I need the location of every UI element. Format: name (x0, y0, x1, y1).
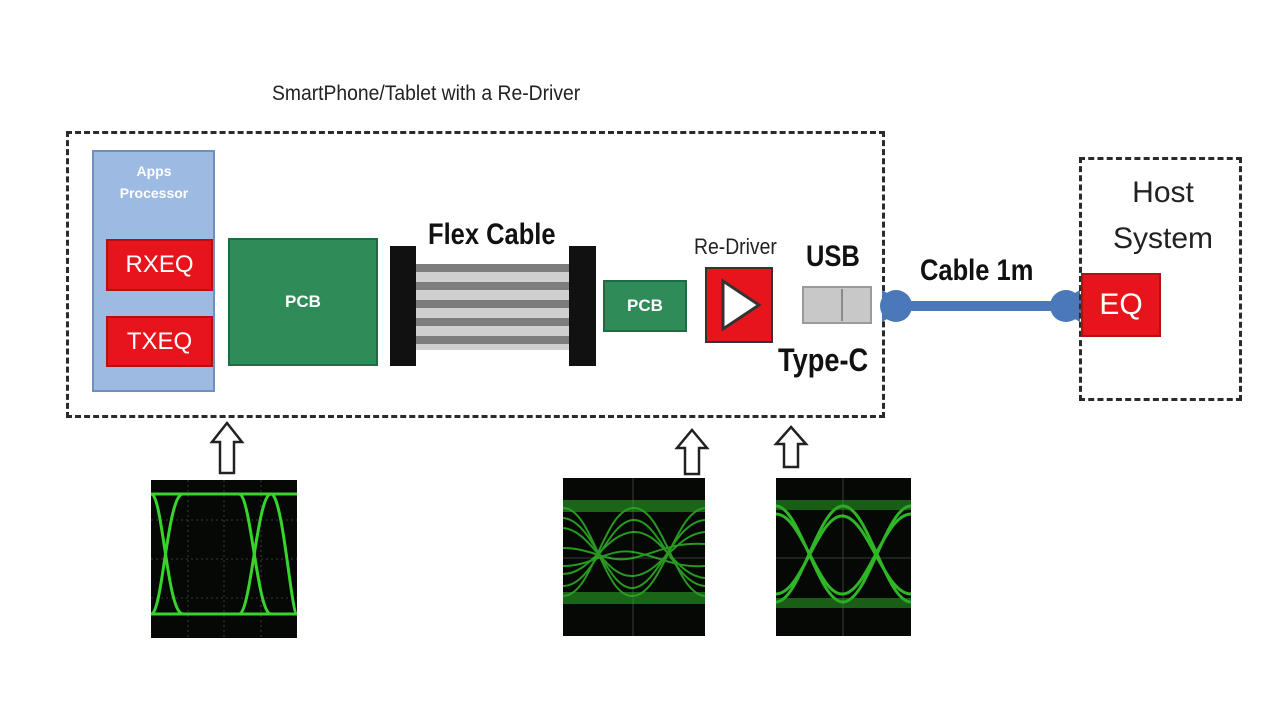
eq-label: EQ (1099, 288, 1143, 321)
amplifier-triangle-icon (721, 278, 762, 332)
rxeq-block: RXEQ (106, 239, 213, 291)
eye-diagram-apps-processor (151, 480, 297, 638)
cable-label: Cable 1m (920, 254, 1034, 287)
host-line1: Host (1132, 176, 1194, 209)
apps-processor-label: Apps Processor (100, 160, 208, 204)
up-arrow-icon (674, 428, 710, 476)
cable-graphic (880, 290, 1082, 322)
usb-connector-icon (802, 286, 872, 324)
txeq-label: TXEQ (126, 328, 193, 355)
pcb-main-block: PCB (228, 238, 378, 366)
pcb-small-block: PCB (603, 280, 687, 332)
redriver-label: Re-Driver (694, 234, 777, 259)
apps-processor-line2: Processor (119, 185, 189, 201)
flex-cable-graphic (390, 246, 596, 366)
usb-label: USB (806, 240, 860, 273)
diagram-title: SmartPhone/Tablet with a Re-Driver (272, 82, 581, 105)
pcb-small-label: PCB (627, 296, 663, 315)
up-arrow-icon (773, 425, 809, 469)
host-line2: System (1112, 222, 1214, 255)
pcb-main-label: PCB (285, 292, 321, 311)
eye-diagram-pcb (563, 478, 705, 636)
up-arrow-icon (209, 420, 245, 475)
eye-diagram-type-c (776, 478, 911, 636)
eq-block: EQ (1081, 273, 1161, 337)
type-c-label: Type-C (778, 342, 869, 378)
apps-processor-line1: Apps (136, 163, 172, 179)
flex-cable-label: Flex Cable (428, 218, 556, 251)
host-system-label: Host System (1090, 170, 1236, 262)
txeq-block: TXEQ (106, 316, 213, 367)
smartphone-boundary (66, 131, 885, 418)
host-system-boundary (1079, 157, 1242, 401)
rxeq-label: RXEQ (125, 251, 194, 278)
redriver-block (705, 267, 773, 343)
